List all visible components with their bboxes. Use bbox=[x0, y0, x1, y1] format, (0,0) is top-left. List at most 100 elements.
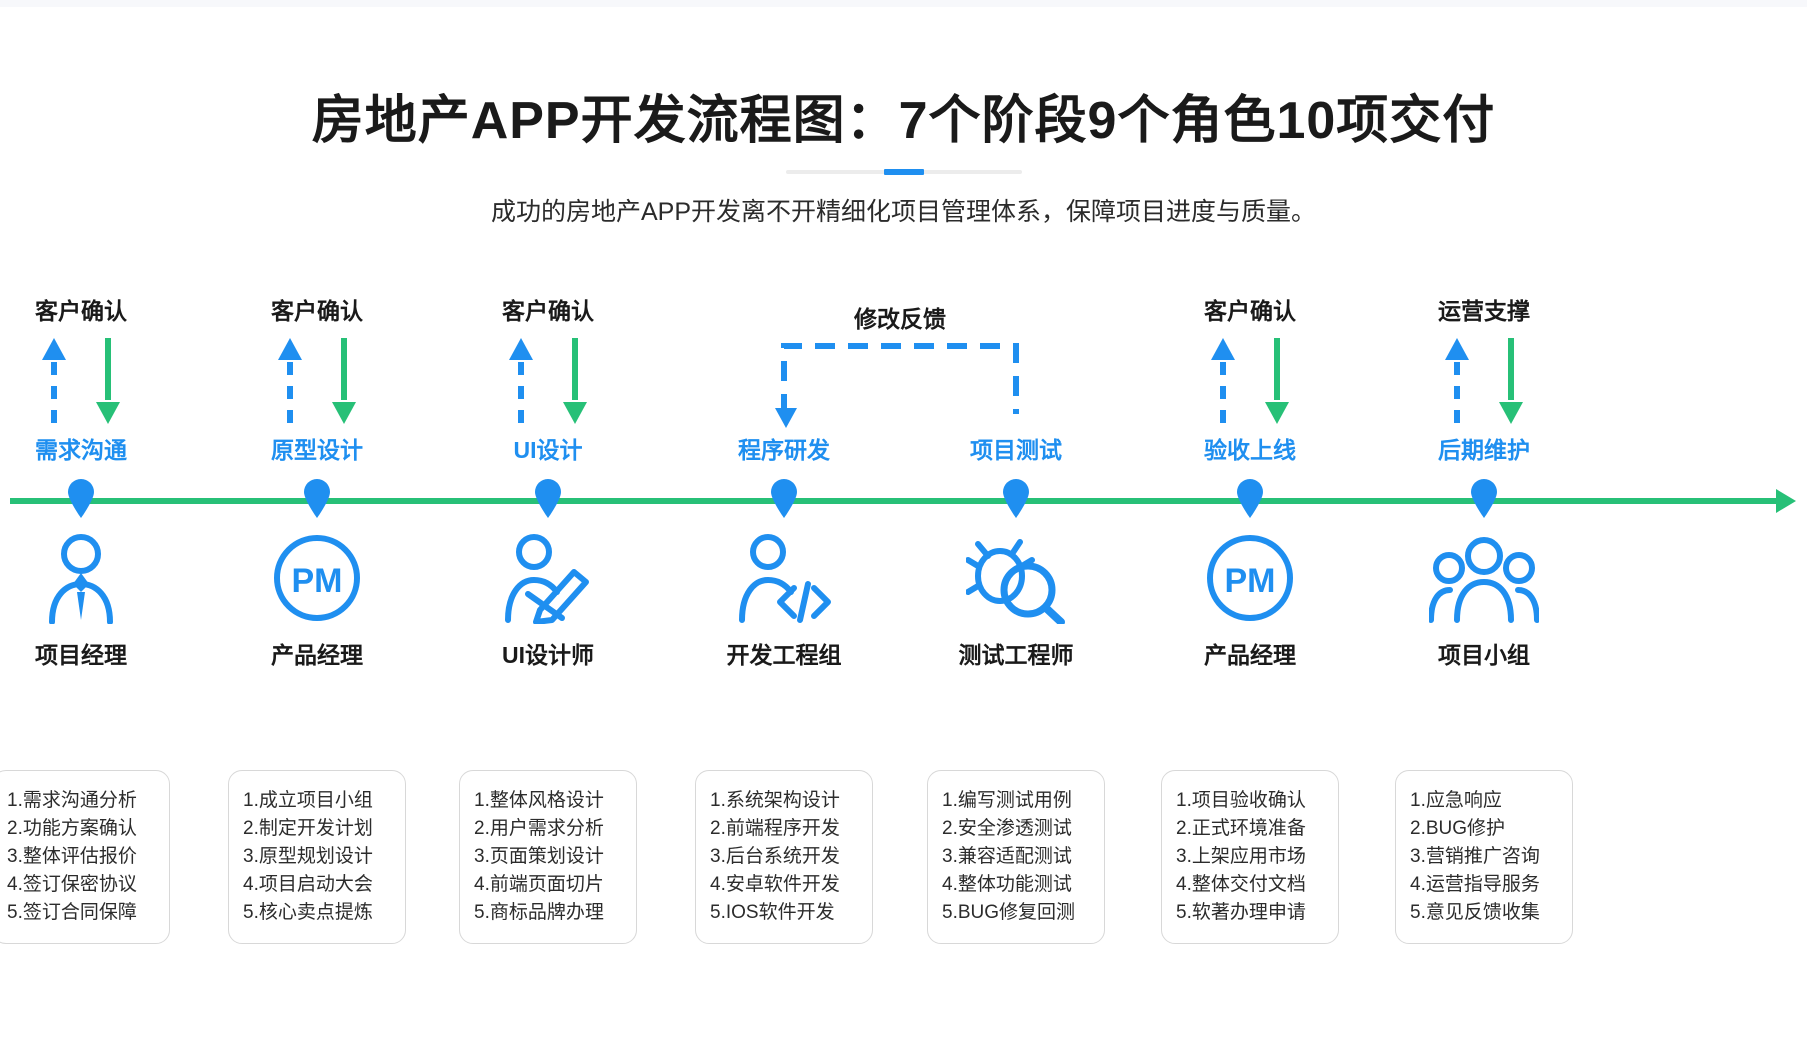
deliverable-item: 2.用户需求分析 bbox=[474, 818, 604, 839]
timeline-arrowhead-icon bbox=[1776, 489, 1796, 513]
stage-name-label: 需求沟通 bbox=[35, 437, 127, 463]
pm-badge-icon: PM bbox=[202, 530, 432, 626]
deliverable-item: 1.整体风格设计 bbox=[474, 790, 604, 811]
stage-actor-label: 客户确认 bbox=[502, 298, 594, 324]
stage-arrows bbox=[433, 338, 663, 424]
designer-pen-icon bbox=[433, 530, 663, 626]
deliverable-item: 3.原型规划设计 bbox=[243, 846, 373, 867]
confirm-up-arrow-icon bbox=[41, 338, 67, 424]
deliverable-item: 1.编写测试用例 bbox=[942, 790, 1072, 811]
timeline-pin-icon[interactable] bbox=[1235, 478, 1265, 518]
role-label: 开发工程组 bbox=[726, 642, 842, 668]
deliverable-item: 4.整体交付文档 bbox=[1176, 874, 1306, 895]
feedback-loop-label: 修改反馈 bbox=[854, 306, 946, 332]
stage-actor-label: 客户确认 bbox=[271, 298, 363, 324]
divider-accent-segment bbox=[883, 168, 924, 175]
stage-column[interactable]: 客户确认 UI设计 bbox=[433, 296, 663, 466]
role-label: UI设计师 bbox=[502, 642, 594, 668]
stage-column[interactable]: 客户确认 原型设计 bbox=[202, 296, 432, 466]
page-subtitle: 成功的房地产APP开发离不开精细化项目管理体系，保障项目进度与质量。 bbox=[490, 197, 1317, 226]
svg-text:PM: PM bbox=[292, 562, 343, 600]
role-block: 项目小组 bbox=[1369, 530, 1599, 670]
role-label: 产品经理 bbox=[271, 642, 363, 668]
role-block: 项目经理 bbox=[0, 530, 196, 670]
stage-arrows bbox=[1369, 338, 1599, 424]
deliverable-item: 4.签订保密协议 bbox=[7, 874, 137, 895]
deliverable-item: 3.兼容适配测试 bbox=[942, 846, 1072, 867]
deliverable-item: 5.意见反馈收集 bbox=[1410, 902, 1540, 923]
deliverable-item: 4.安卓软件开发 bbox=[710, 874, 840, 895]
deliverable-item: 2.功能方案确认 bbox=[7, 818, 137, 839]
stage-arrows bbox=[1135, 338, 1365, 424]
deliverable-item: 4.前端页面切片 bbox=[474, 874, 604, 895]
role-block: 开发工程组 bbox=[669, 530, 899, 670]
deliverable-item: 2.BUG修护 bbox=[1410, 818, 1506, 839]
feedback-dashed-path-icon bbox=[775, 343, 1019, 428]
deliverable-item: 5.核心卖点提炼 bbox=[243, 902, 373, 923]
role-block: 测试工程师 bbox=[901, 530, 1131, 670]
role-block: PM 产品经理 bbox=[1135, 530, 1365, 670]
stage-actor-label: 客户确认 bbox=[1204, 298, 1296, 324]
stage-column[interactable]: 项目测试 bbox=[901, 296, 1131, 466]
deliverable-item: 5.BUG修复回测 bbox=[942, 902, 1076, 923]
deliverable-item: 3.营销推广咨询 bbox=[1410, 846, 1540, 867]
deliverable-item: 2.安全渗透测试 bbox=[942, 818, 1072, 839]
developer-code-icon bbox=[669, 530, 899, 626]
stage-arrows bbox=[202, 338, 432, 424]
deliverables-card[interactable]: 1.编写测试用例 2.安全渗透测试 3.兼容适配测试 4.整体功能测试 5.BUG修复回… bbox=[927, 770, 1105, 944]
timeline-pin-icon[interactable] bbox=[302, 478, 332, 518]
deliverable-item: 1.成立项目小组 bbox=[243, 790, 373, 811]
deliverable-item: 5.IOS软件开发 bbox=[710, 902, 835, 923]
svg-text:PM: PM bbox=[1225, 562, 1276, 600]
deliverable-item: 2.正式环境准备 bbox=[1176, 818, 1306, 839]
stage-arrows bbox=[669, 338, 899, 424]
deliverable-item: 4.整体功能测试 bbox=[942, 874, 1072, 895]
stage-column[interactable]: 客户确认 需求沟通 bbox=[0, 296, 196, 466]
deliverable-item: 1.项目验收确认 bbox=[1176, 790, 1306, 811]
stage-name-label: 验收上线 bbox=[1204, 437, 1296, 463]
stage-column[interactable]: 客户确认 验收上线 bbox=[1135, 296, 1365, 466]
feedback-loop-connector bbox=[768, 336, 1032, 428]
timeline-pin-icon[interactable] bbox=[533, 478, 563, 518]
role-label: 项目经理 bbox=[35, 642, 127, 668]
stage-name-label: 程序研发 bbox=[738, 437, 830, 463]
role-block: UI设计师 bbox=[433, 530, 663, 670]
deliverable-item: 5.签订合同保障 bbox=[7, 902, 137, 923]
timeline-pin-icon[interactable] bbox=[769, 478, 799, 518]
stage-name-label: 项目测试 bbox=[970, 437, 1062, 463]
stage-actor-label bbox=[669, 296, 899, 326]
deliverable-item: 3.整体评估报价 bbox=[7, 846, 137, 867]
timeline-pin-icon[interactable] bbox=[1469, 478, 1499, 518]
stage-arrows bbox=[0, 338, 196, 424]
confirm-up-arrow-icon bbox=[508, 338, 534, 424]
confirm-up-arrow-icon bbox=[1444, 338, 1470, 424]
role-label: 项目小组 bbox=[1438, 642, 1530, 668]
stage-actor-label: 运营支撑 bbox=[1438, 298, 1530, 324]
timeline-pin-icon[interactable] bbox=[1001, 478, 1031, 518]
role-label: 产品经理 bbox=[1204, 642, 1296, 668]
deliverable-item: 3.页面策划设计 bbox=[474, 846, 604, 867]
deliverable-item: 4.运营指导服务 bbox=[1410, 874, 1540, 895]
deliverable-item: 1.系统架构设计 bbox=[710, 790, 840, 811]
deliverables-card[interactable]: 1.应急响应 2.BUG修护 3.营销推广咨询 4.运营指导服务 5.意见反馈收集 bbox=[1395, 770, 1573, 944]
stage-arrows bbox=[901, 338, 1131, 424]
deliver-down-arrow-icon bbox=[95, 338, 121, 424]
header: 房地产APP开发流程图：7个阶段9个角色10项交付 成功的房地产APP开发离不开… bbox=[0, 92, 1807, 228]
stage-actor-label: 客户确认 bbox=[35, 298, 127, 324]
group-people-icon bbox=[1369, 530, 1599, 626]
confirm-up-arrow-icon bbox=[277, 338, 303, 424]
deliverable-item: 4.项目启动大会 bbox=[243, 874, 373, 895]
deliverable-item: 1.应急响应 bbox=[1410, 790, 1502, 811]
timeline-pin-icon[interactable] bbox=[66, 478, 96, 518]
deliverable-item: 3.上架应用市场 bbox=[1176, 846, 1306, 867]
stage-column[interactable]: 程序研发 bbox=[669, 296, 899, 466]
stage-name-label: 后期维护 bbox=[1438, 437, 1530, 463]
role-label: 测试工程师 bbox=[958, 642, 1074, 668]
stage-column[interactable]: 运营支撑 后期维护 bbox=[1369, 296, 1599, 466]
